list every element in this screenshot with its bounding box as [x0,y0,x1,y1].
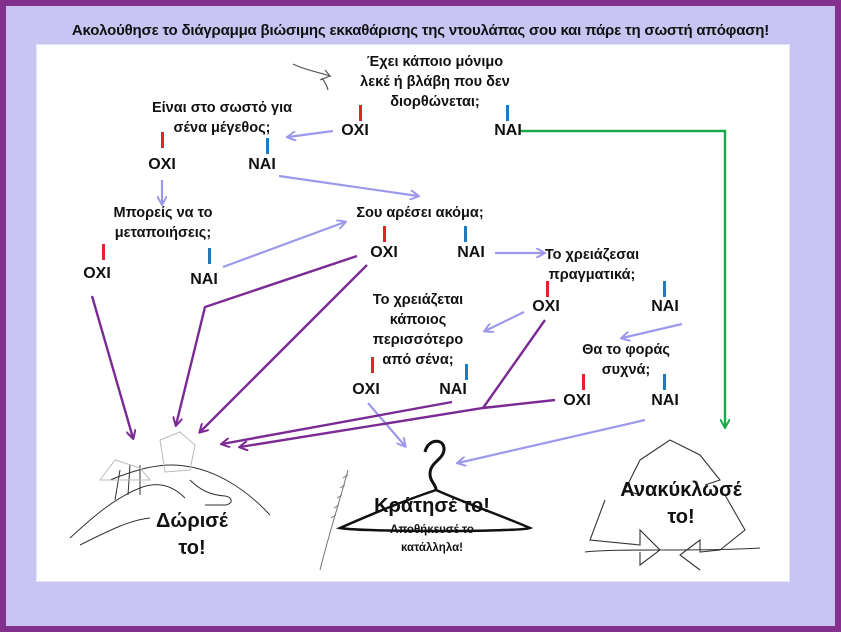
q1-no: ΟΧΙ [341,122,369,139]
arrow-q4-no-a [176,254,358,425]
no-tick [546,281,549,297]
question-line: από σένα; [382,352,454,368]
q5-no: ΟΧΙ [532,298,560,315]
donate-hands-icon [69,464,271,546]
q5-yes: ΝΑΙ [651,298,679,315]
question-line: Έχει κάποιο μόνιμο [366,54,504,70]
question-stain-damage: Έχει κάποιο μόνιμο λεκέ ή βλάβη που δεν … [360,52,510,112]
arrow-q3-yes [222,222,345,269]
outcome-recycle: Ανακύκλωσέ το! [620,477,742,531]
question-line: σένα μέγεθος; [173,120,271,136]
question-really-need: Το χρειάζεσαι πραγματικά; [545,245,639,285]
question-someone-needs: Το χρειάζεται κάποιος περισσότερο από σέ… [373,290,463,370]
no-tick [102,244,105,260]
question-line: Είναι στο σωστό για [151,100,293,116]
yes-tick [464,226,467,242]
no-tick [161,132,164,148]
outcome-line: το! [667,506,695,528]
question-line: κάποιος [389,312,447,328]
question-wear-often: Θα το φοράς συχνά; [582,340,670,380]
note-line: κατάλληλα! [401,542,463,554]
q2-yes: ΝΑΙ [248,156,276,173]
q3-no: ΟΧΙ [83,265,111,282]
outcome-donate: Δώρισέ το! [156,508,228,562]
question-line: λεκέ ή βλάβη που δεν [360,74,510,90]
yes-tick [465,364,468,380]
arrow-q1-no [288,129,334,137]
start-arrow-icon [292,63,332,91]
arrow-q3-no [90,295,133,438]
q4-yes: ΝΑΙ [457,244,485,261]
question-line: πραγματικά; [548,267,636,283]
yes-tick [663,281,666,297]
question-line: Θα το φοράς [582,342,670,358]
question-line: Σου αρέσει ακόμα; [356,205,484,221]
yes-tick [266,138,269,154]
outcome-keep-note: Αποθήκευσέ το κατάλληλα! [390,521,474,557]
question-line: Το χρειάζεσαι [544,247,640,263]
arrow-q6-yes [222,400,453,444]
question-right-size: Είναι στο σωστό για σένα μέγεθος; [152,98,292,138]
q3-yes: ΝΑΙ [190,271,218,288]
q6-yes: ΝΑΙ [439,381,467,398]
question-line: περισσότερο [372,332,464,348]
question-line: συχνά; [601,362,651,378]
arrow-q4-no-b [200,264,368,432]
recycle-icon [584,439,761,571]
clothes-sketch-icon [99,431,196,481]
no-tick [359,105,362,121]
question-still-like: Σου αρέσει ακόμα; [356,203,483,223]
q6-no: ΟΧΙ [352,381,380,398]
arrow-q1-yes [520,129,725,427]
yes-tick [208,248,211,264]
arrow-q5-no [485,311,525,331]
question-alter: Μπορείς να το μεταποιήσεις; [113,203,212,243]
yes-tick [663,374,666,390]
outcome-keep: Κράτησέ το! [374,495,490,517]
outcome-line: Ανακύκλωσέ [620,479,742,501]
q7-no: ΟΧΙ [563,392,591,409]
q7-yes: ΝΑΙ [651,392,679,409]
q4-no: ΟΧΙ [370,244,398,261]
line-q5-no [482,319,546,409]
no-tick [383,226,386,242]
arrow-q7-no [240,398,556,447]
question-line: Μπορείς να το [113,205,213,221]
hanger-icon [335,439,534,533]
question-line: διορθώνεται; [390,94,480,110]
outcome-line: Δώρισέ [156,510,228,532]
no-tick [582,374,585,390]
arrow-q2-yes [278,174,418,196]
note-line: Αποθήκευσέ το [390,524,474,536]
arrow-q7-yes [458,418,646,463]
question-line: μεταποιήσεις; [114,225,212,241]
outcome-line: το! [178,537,206,559]
q1-yes: ΝΑΙ [494,122,522,139]
q2-no: ΟΧΙ [148,156,176,173]
question-line: Το χρειάζεται [372,292,464,308]
no-tick [371,357,374,373]
yes-tick [506,105,509,121]
lavender-sprig-icon [319,469,349,571]
arrow-q5-yes [622,322,683,338]
page-title: Ακολούθησε το διάγραμμα βιώσιμης εκκαθάρ… [71,22,770,39]
